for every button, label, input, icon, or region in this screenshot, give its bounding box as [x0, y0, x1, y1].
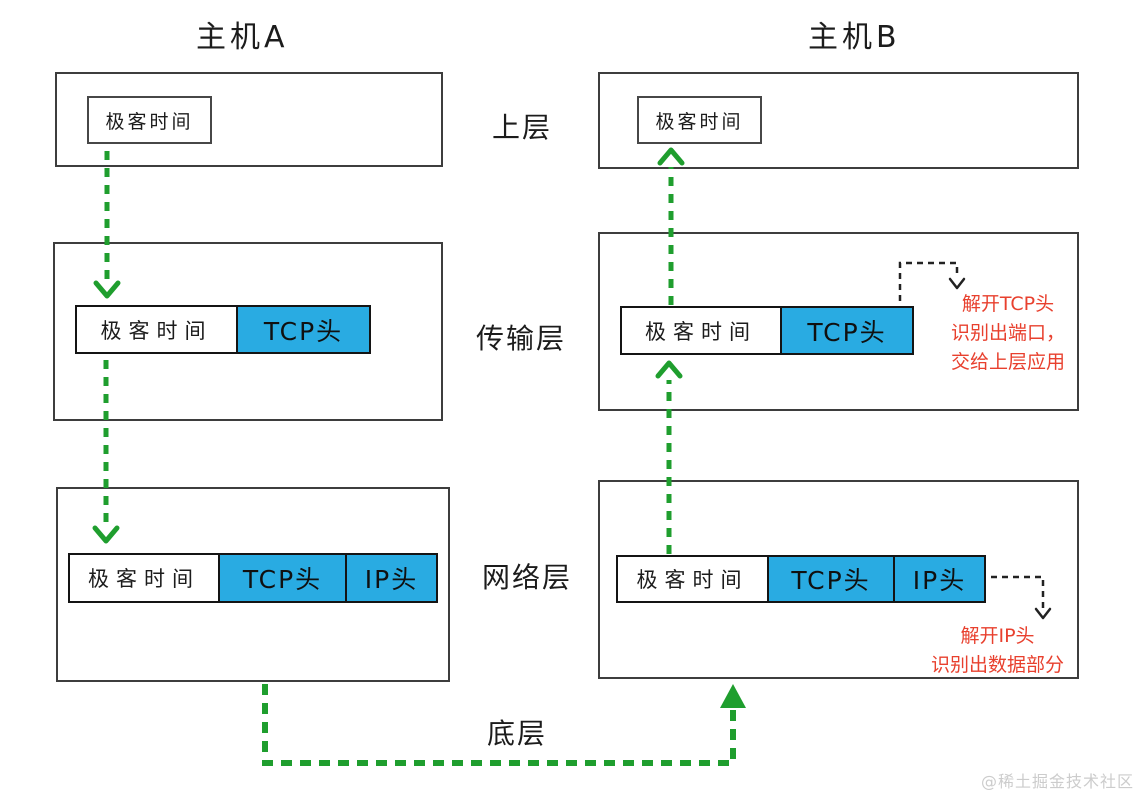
note-line: 识别出端口，: [950, 322, 1065, 344]
payload-segment: 极客时间: [620, 306, 782, 355]
layer-label-bottom: 底层: [487, 717, 548, 750]
unpack-ip-note: 解开IP头 识别出数据部分: [910, 622, 1085, 680]
arrowhead-up-icon: [720, 684, 746, 708]
note-line: 解开TCP头: [961, 293, 1055, 315]
layer-label-transport: 传输层: [476, 322, 567, 355]
note-line: 识别出数据部分: [930, 654, 1064, 676]
layer-label-network: 网络层: [482, 561, 573, 594]
ip-header-segment: IP头: [893, 555, 986, 603]
payload-segment: 极客时间: [75, 305, 238, 354]
tcp-header-segment: TCP头: [780, 306, 914, 355]
host-b-title: 主机B: [808, 20, 901, 55]
host-b-transport-packet: 极客时间 TCP头: [620, 306, 914, 355]
host-a-upper-payload-box: 极客时间: [87, 96, 212, 144]
host-b-network-packet: 极客时间 TCP头 IP头: [616, 555, 986, 603]
note-line: 解开IP头: [960, 625, 1035, 647]
ip-header-segment: IP头: [345, 553, 438, 603]
host-a-network-packet: 极客时间 TCP头 IP头: [68, 553, 438, 603]
host-a-transport-packet: 极客时间 TCP头: [75, 305, 371, 354]
note-line: 交给上层应用: [950, 351, 1065, 373]
host-a-title: 主机A: [196, 20, 289, 55]
payload-segment: 极客时间: [616, 555, 769, 603]
tcp-header-segment: TCP头: [218, 553, 347, 603]
tcp-header-segment: TCP头: [236, 305, 371, 354]
unpack-tcp-note: 解开TCP头 识别出端口， 交给上层应用: [933, 290, 1083, 377]
layer-label-upper: 上层: [492, 111, 553, 144]
payload-segment: 极客时间: [68, 553, 220, 603]
watermark: @稀土掘金技术社区: [980, 772, 1134, 791]
tcp-header-segment: TCP头: [767, 555, 895, 603]
host-b-upper-payload-box: 极客时间: [637, 96, 762, 144]
